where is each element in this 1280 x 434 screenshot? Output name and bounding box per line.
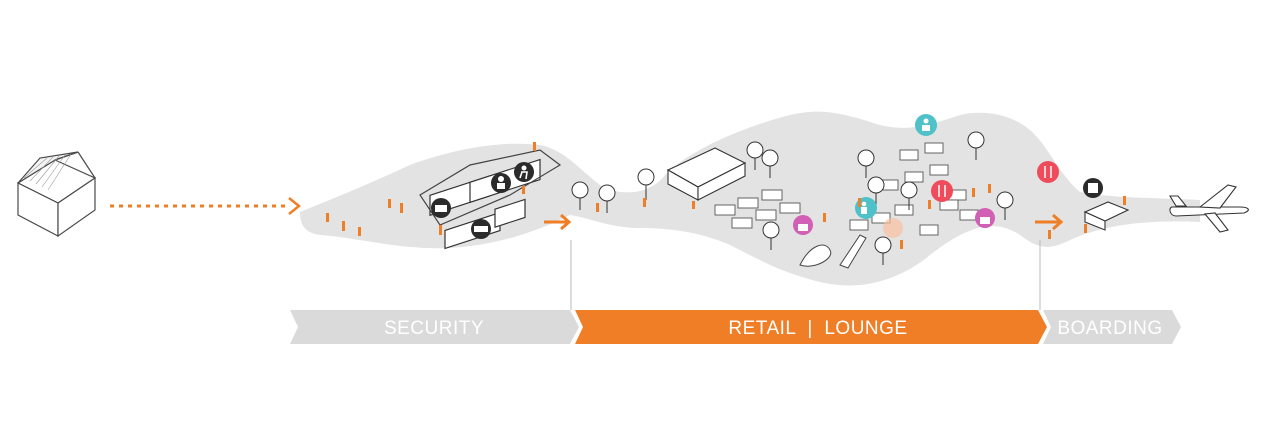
phase-boarding: [1043, 310, 1181, 344]
people-figures: [326, 142, 1126, 249]
house-icon: [16, 151, 97, 238]
lounge-seating: [714, 142, 979, 236]
shopping-bag-icon: [793, 215, 813, 235]
tree-icons: [571, 131, 1014, 265]
walk-through-icon: [514, 162, 534, 182]
security-officer-icon: [491, 173, 511, 193]
retail-pavilion: [666, 147, 747, 201]
phase-ribbon: SECURITY RETAIL | LOUNGE BOARDING: [290, 310, 1181, 344]
airplane-icon: [1169, 184, 1249, 233]
info-desk-icon: [915, 114, 937, 136]
phase-label-security: SECURITY: [384, 318, 484, 339]
phase-label-boarding: BOARDING: [1057, 318, 1162, 339]
baggage-check-icon: [431, 198, 451, 218]
journey-dotted-line: [110, 197, 302, 215]
gate-structure: [1083, 201, 1130, 231]
transition-arrow: [544, 213, 572, 231]
shopping-bag-icon: [975, 208, 995, 228]
dining-icon: [1037, 161, 1059, 183]
scanner-icon: [471, 219, 491, 239]
play-area: [799, 234, 867, 269]
phase-retail-lounge: [575, 310, 1047, 344]
shopping-bag-icon: [883, 218, 903, 238]
phase-label-retail-lounge: RETAIL | LOUNGE: [728, 318, 907, 339]
boarding-pass-icon: [1083, 178, 1103, 198]
transition-arrow: [1035, 213, 1064, 231]
phase-security: [290, 310, 579, 344]
dining-icon: [931, 180, 953, 202]
